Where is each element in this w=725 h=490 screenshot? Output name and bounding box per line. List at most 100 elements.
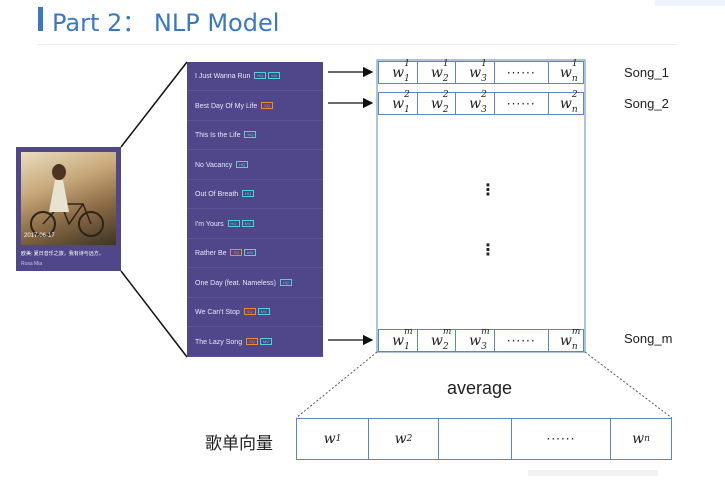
playlist-cover-photo	[21, 152, 116, 245]
playlist-cell-subscript: 1	[335, 434, 342, 444]
song-index-sup: 2	[571, 89, 578, 100]
song-index-sup: 2	[404, 89, 410, 100]
song-title: Best Day Of My Life SQ	[195, 101, 273, 110]
hq-badge: HQ	[279, 278, 292, 286]
mv-badge: MV	[268, 72, 281, 79]
word-symbol-base: w	[392, 332, 405, 349]
word-index-sub: n	[571, 104, 578, 115]
song-index-sup: 1	[404, 58, 410, 69]
word-index-sub: n	[571, 73, 578, 84]
word-index-sub: 1	[404, 341, 410, 352]
song-row[interactable]: Out Of Breath HQ	[187, 180, 323, 209]
bicycle-girl-illustration	[30, 164, 104, 237]
song-matrix-frame	[376, 59, 586, 353]
average-label: average	[447, 378, 513, 398]
song-vector-label: Song_m	[624, 331, 673, 346]
sq-badge: SQ	[230, 249, 243, 256]
song-title: One Day (feat. Nameless) HQ	[195, 278, 292, 287]
average-dashed-right	[584, 351, 673, 419]
playlist-cell-symbol: ······	[546, 432, 576, 446]
word-index-sub: 1	[404, 73, 410, 84]
word-symbol-base: w	[392, 64, 405, 81]
ellipsis: ······	[506, 96, 536, 111]
song-row[interactable]: This Is the Life HQ	[187, 121, 323, 150]
mv-badge: MV	[241, 219, 254, 227]
word-index-sub: 2	[442, 104, 449, 115]
word-symbol-base: w	[469, 95, 482, 112]
playlist-caption: 欧美: 夏日音乐之旅，我有诗与远方。	[21, 251, 104, 257]
hq-badge: HQ	[242, 190, 255, 197]
vector-cell: ······	[495, 330, 549, 351]
song-index-sup: 2	[481, 89, 487, 100]
hq-badge: HQ	[254, 72, 267, 79]
playlist-thumbnail: 2017-06-17 欧美: 夏日音乐之旅，我有诗与远方。 Rosa Mia	[16, 147, 121, 271]
playlist-date: 2017-06-17	[24, 233, 55, 239]
song-row[interactable]: Best Day Of My Life SQ	[187, 92, 323, 121]
vector-cell: ······	[495, 62, 549, 83]
word-index-sub: 3	[481, 104, 487, 115]
word-symbol-base: w	[559, 64, 572, 81]
word-symbol-base: w	[430, 332, 443, 349]
page-title: Part 2： NLP Model	[52, 9, 280, 37]
title-accent-bar	[38, 7, 43, 31]
playlist-cell-symbol: w	[632, 431, 645, 447]
song-title: No Vacancy HQ	[195, 160, 249, 169]
word-index-sub: 2	[442, 73, 449, 84]
word-symbol-base: w	[559, 95, 572, 112]
song-row[interactable]: One Day (feat. Nameless) HQ	[187, 269, 323, 298]
hq-badge: HQ	[244, 131, 257, 138]
song-vector-label: Song_2	[624, 96, 669, 111]
vertical-ellipsis-2: ⋮	[480, 240, 496, 259]
song-title: Out Of Breath HQ	[195, 190, 255, 198]
ellipsis: ······	[506, 65, 536, 80]
footer-watermark	[528, 470, 658, 476]
average-dashed-left	[295, 351, 378, 419]
song-row[interactable]: No Vacancy HQ	[187, 151, 323, 180]
song-index-sup: m	[442, 326, 452, 337]
song-index-sup: m	[404, 326, 413, 337]
word-symbol-base: w	[430, 64, 443, 81]
zoom-line-top	[120, 61, 188, 148]
word-index-sub: 2	[442, 341, 449, 352]
hq-badge: HQ	[236, 160, 249, 168]
song-index-sup: m	[481, 326, 490, 337]
song-index-sup: 1	[481, 58, 487, 69]
word-index-sub: 3	[481, 341, 487, 352]
song-index-sup: 1	[442, 58, 449, 69]
